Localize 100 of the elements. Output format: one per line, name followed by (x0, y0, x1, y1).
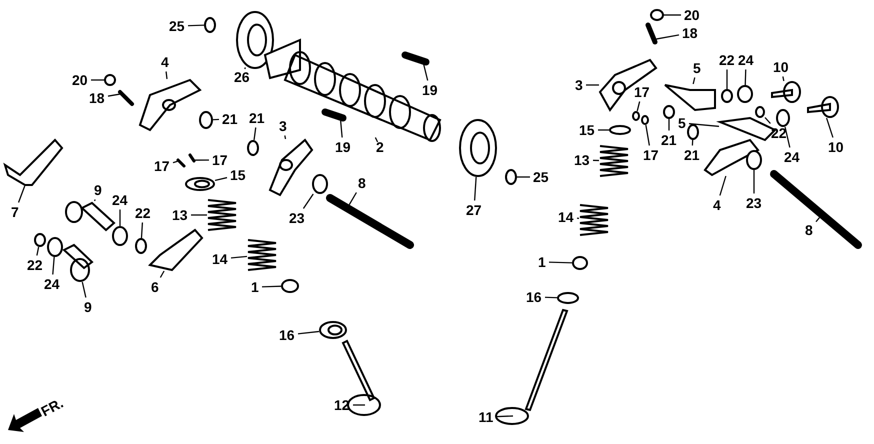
camshaft (264, 39, 441, 142)
leader-line (719, 176, 726, 196)
leader-line (284, 135, 286, 140)
callout-number: 19 (334, 140, 352, 154)
leader-line (230, 256, 248, 259)
leader-line (191, 214, 207, 216)
callout-number: 10 (827, 140, 845, 154)
leader-line (656, 34, 680, 40)
callout-number: 15 (229, 168, 247, 182)
leader-line (18, 186, 26, 203)
leader-line (688, 123, 720, 127)
leader-line (348, 192, 357, 205)
leader-line (645, 124, 650, 146)
rocker-arm (3, 138, 64, 186)
callout-number: 19 (421, 82, 439, 98)
leader-line (160, 270, 165, 278)
valve-cotter (641, 115, 649, 125)
stud (118, 90, 134, 106)
callout-number: 3 (574, 78, 584, 92)
o-ring (199, 111, 213, 129)
pivot-pin (771, 81, 801, 103)
valve (495, 309, 568, 425)
callout-number: 1 (537, 254, 547, 270)
o-ring (34, 233, 46, 247)
direction-label: FR. (38, 395, 67, 420)
callout-number: 22 (134, 206, 152, 220)
callout-number: 6 (150, 280, 160, 294)
washer (47, 237, 63, 257)
callout-number: 25 (168, 18, 186, 34)
washer (746, 150, 762, 170)
leader-line (576, 218, 580, 219)
callout-number: 22 (718, 52, 736, 68)
callout-number: 20 (683, 8, 701, 22)
leader-line (94, 199, 96, 202)
pivot-pin (807, 96, 839, 118)
washer (776, 109, 790, 127)
leader-line (548, 262, 572, 264)
leader-line (298, 330, 320, 334)
leader-line (353, 404, 365, 406)
leader-line (212, 118, 220, 120)
leader-line (374, 137, 378, 142)
leader-line (91, 79, 104, 81)
ball-bearing (459, 119, 497, 177)
leader-line (140, 222, 144, 238)
valve-cotter (176, 158, 186, 168)
callout-number: 17 (633, 84, 651, 100)
callout-number: 15 (578, 122, 596, 138)
leader-line (816, 217, 820, 222)
callout-number: 7 (10, 204, 20, 220)
pivot-pin (63, 244, 93, 282)
callout-number: 9 (83, 300, 93, 314)
rocker-arm (139, 79, 201, 131)
leader-line (119, 210, 121, 226)
leader-line (544, 296, 558, 298)
callout-number: 8 (357, 176, 367, 190)
callout-number: 24 (737, 52, 755, 68)
washer (112, 226, 128, 246)
callout-number: 5 (692, 60, 702, 76)
leader-line (36, 246, 40, 256)
callout-number: 1 (250, 280, 260, 294)
rocker-arm (664, 84, 716, 112)
callout-number: 24 (43, 276, 61, 292)
o-ring (247, 140, 259, 156)
leader-line (108, 94, 120, 97)
leader-line (784, 126, 790, 148)
leader-line (826, 118, 834, 138)
leader-line (496, 415, 514, 418)
nut (104, 74, 116, 86)
callout-number: 13 (573, 152, 591, 168)
o-ring (135, 238, 147, 254)
callout-number: 22 (26, 258, 44, 272)
callout-number: 18 (681, 26, 699, 40)
callout-number: 17 (153, 158, 171, 174)
leader-line (474, 176, 477, 201)
leader-line (214, 177, 228, 182)
stud (646, 22, 658, 44)
pushrod (326, 194, 414, 249)
callout-number: 3 (278, 118, 288, 134)
leader-line (340, 120, 343, 138)
callout-number: 17 (211, 152, 229, 168)
leader-line (744, 69, 746, 86)
valve-seal (319, 321, 347, 339)
leader-line (598, 129, 609, 131)
callout-number: 24 (783, 150, 801, 164)
spring-retainer (609, 125, 631, 135)
callout-number: 11 (478, 410, 494, 424)
leader-line (172, 160, 178, 164)
leader-line (166, 71, 168, 80)
callout-number: 27 (465, 202, 483, 218)
valve-cotter (281, 279, 299, 293)
leader-line (52, 256, 55, 275)
leader-line (423, 64, 428, 81)
leader-line (636, 101, 640, 112)
callout-number: 16 (525, 290, 543, 304)
end-cap (204, 17, 216, 33)
callout-number: 14 (211, 252, 229, 266)
leader-line (664, 14, 681, 16)
leader-line (82, 282, 86, 298)
rocker-arm (269, 139, 313, 196)
valve-seal (557, 292, 579, 304)
